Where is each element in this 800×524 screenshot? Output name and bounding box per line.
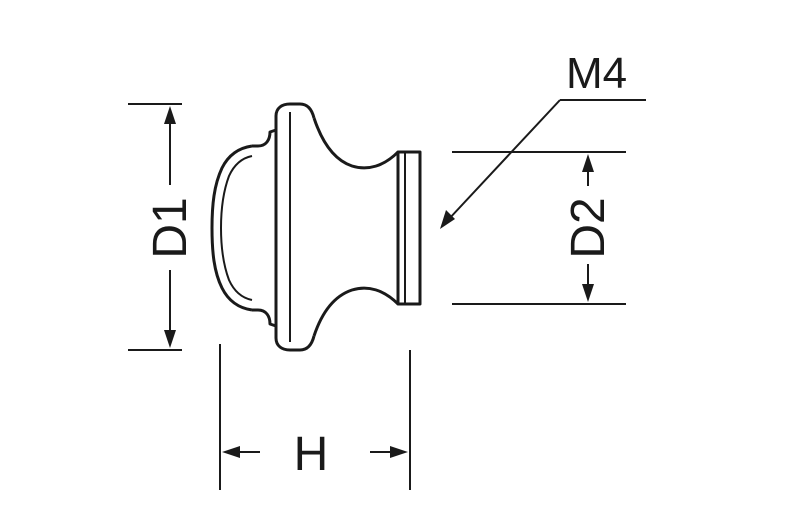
dimension-d2: D2	[452, 151, 626, 305]
d1-arrow-down	[164, 330, 176, 348]
thread-callout-m4: M4	[440, 49, 646, 229]
m4-leader-line	[447, 99, 561, 221]
knob-outline	[210, 102, 422, 352]
knob-step-bottom	[252, 308, 277, 328]
knob-dome	[210, 144, 253, 312]
d2-arrow-down	[582, 284, 594, 302]
knob-flange-left-bottom	[274, 326, 316, 352]
h-label: H	[294, 428, 329, 481]
m4-label: M4	[566, 49, 627, 98]
knob-flange-left	[274, 102, 316, 130]
dimension-d1: D1	[128, 103, 197, 351]
knob-neck-top	[312, 117, 400, 170]
m4-arrow	[440, 210, 455, 229]
d2-label: D2	[562, 197, 615, 258]
d1-arrow-up	[164, 106, 176, 124]
d1-label: D1	[144, 197, 197, 258]
h-arrow-left	[222, 446, 240, 458]
knob-neck-bottom	[312, 286, 400, 337]
knob-step-top	[252, 128, 277, 148]
knob-dome-inner	[219, 155, 253, 301]
d2-arrow-up	[582, 154, 594, 172]
h-arrow-right	[390, 446, 408, 458]
knob-base-plate	[396, 150, 422, 306]
dimension-h: H	[219, 344, 411, 490]
